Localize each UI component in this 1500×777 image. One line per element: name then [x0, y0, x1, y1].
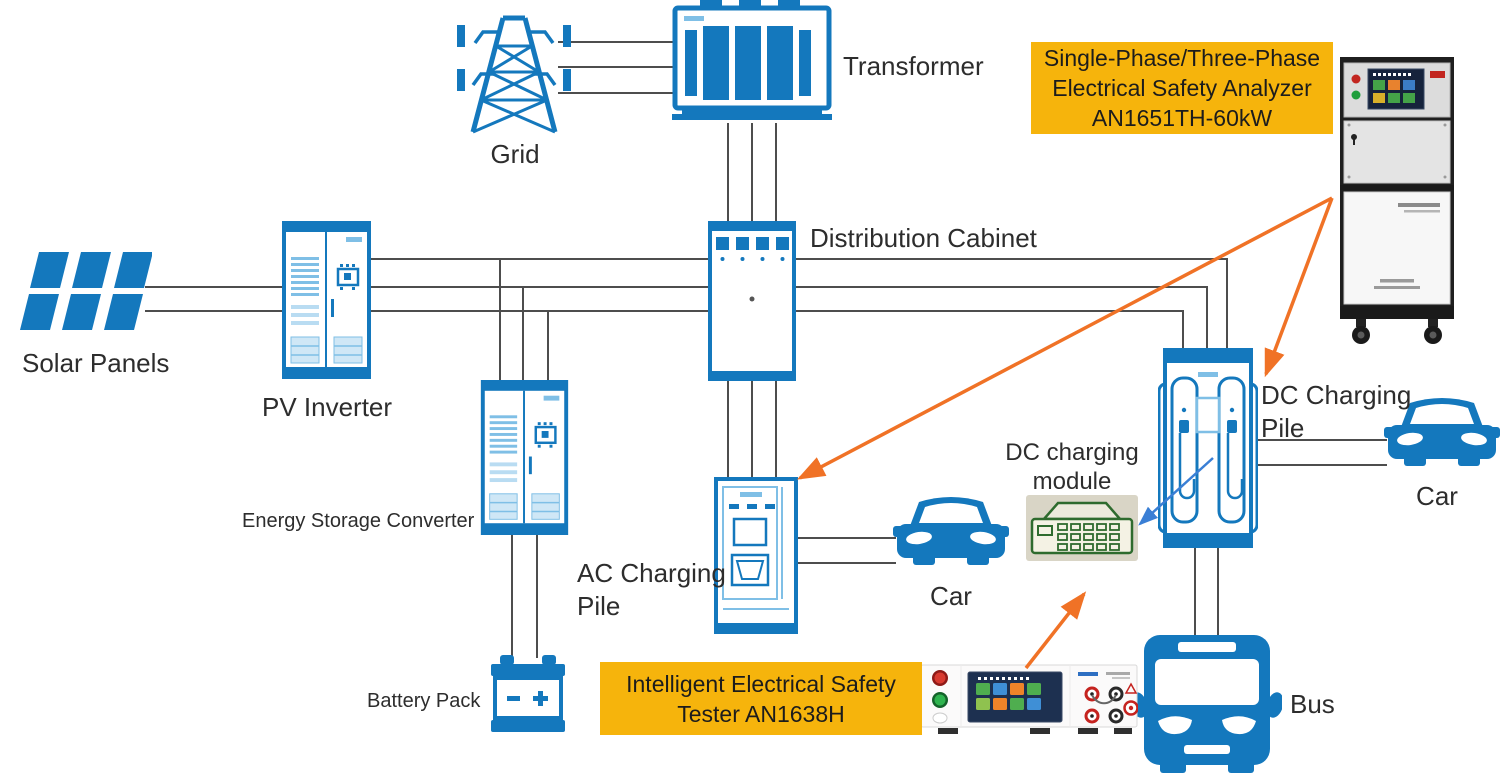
label-car-dc: Car	[1416, 481, 1458, 511]
tester-red-button	[934, 672, 946, 684]
grid-tower-icon	[457, 15, 571, 134]
warning-triangle-icon	[1124, 682, 1138, 694]
tester-brand-mark	[1078, 672, 1098, 676]
callout-safety-analyzer: Single-Phase/Three-Phase Electrical Safe…	[1031, 42, 1333, 134]
bus-icon	[1132, 635, 1282, 773]
transformer-nameplate	[684, 16, 704, 21]
dc-charging-pile-icon	[1158, 348, 1258, 548]
label-grid: Grid	[490, 139, 540, 169]
callout-line: Intelligent Electrical Safety	[626, 670, 896, 697]
solar-panels-icon	[20, 252, 152, 330]
pv-inverter-icon	[282, 221, 371, 379]
wire-cabinet-dcpile-2	[794, 286, 1208, 350]
tester-green-button	[934, 694, 946, 706]
label-line: Pile	[577, 591, 621, 621]
callout-line: Tester AN1638H	[677, 700, 845, 727]
label-battery-pack: Battery Pack	[367, 690, 481, 712]
ac-pile-screen	[732, 517, 768, 547]
charging-gun-left	[1179, 420, 1189, 433]
ac-charging-pile-icon	[714, 477, 798, 634]
wire-cabinet-dcpile-3	[794, 310, 1184, 350]
callout-line: Electrical Safety Analyzer	[1052, 75, 1312, 101]
label-line: DC charging	[1005, 439, 1139, 466]
charging-gun-right	[1227, 420, 1237, 433]
label-dc-charging-module: DC charging module	[1002, 438, 1142, 496]
car-icon-ac	[893, 497, 1009, 565]
distribution-cabinet-icon	[708, 221, 796, 381]
safety-analyzer-device	[1340, 57, 1454, 344]
safety-tester-device	[920, 664, 1138, 734]
label-line: module	[1032, 468, 1112, 495]
tester-white-button	[932, 712, 948, 724]
label-energy-storage-converter: Energy Storage Converter	[242, 510, 475, 532]
dc-pile-screen	[1195, 396, 1221, 434]
callout-line: Single-Phase/Three-Phase	[1043, 45, 1321, 71]
label-distribution-cabinet: Distribution Cabinet	[810, 223, 1037, 253]
car-icon-dc	[1384, 398, 1500, 466]
callout-safety-tester: Intelligent Electrical Safety Tester AN1…	[600, 662, 922, 735]
tester-terminals	[1084, 686, 1124, 724]
label-bus: Bus	[1290, 689, 1335, 719]
label-dc-charging-pile: DC Charging Pile	[1261, 379, 1411, 445]
analyzer-caster-wheels	[1352, 319, 1442, 344]
label-pv-inverter: PV Inverter	[262, 392, 393, 422]
battery-pack-icon	[491, 655, 565, 732]
label-line: AC Charging	[577, 558, 726, 588]
analyzer-green-button	[1351, 90, 1361, 100]
label-solar-panels: Solar Panels	[22, 348, 170, 378]
label-transformer: Transformer	[843, 51, 984, 81]
dc-charging-module-icon	[1026, 495, 1138, 561]
label-line: DC Charging	[1261, 380, 1412, 410]
analyzer-red-button	[1351, 74, 1361, 84]
label-line: Pile	[1261, 413, 1305, 443]
callout-line: AN1651TH-60kW	[1091, 105, 1273, 131]
label-ac-charging-pile: AC Charging Pile	[577, 557, 726, 623]
energy-storage-converter-icon	[480, 380, 569, 535]
label-car-ac: Car	[930, 581, 972, 611]
wire-cabinet-dcpile-1	[794, 258, 1228, 350]
ac-pile-socket	[730, 553, 770, 587]
transformer-icon	[672, 0, 832, 120]
